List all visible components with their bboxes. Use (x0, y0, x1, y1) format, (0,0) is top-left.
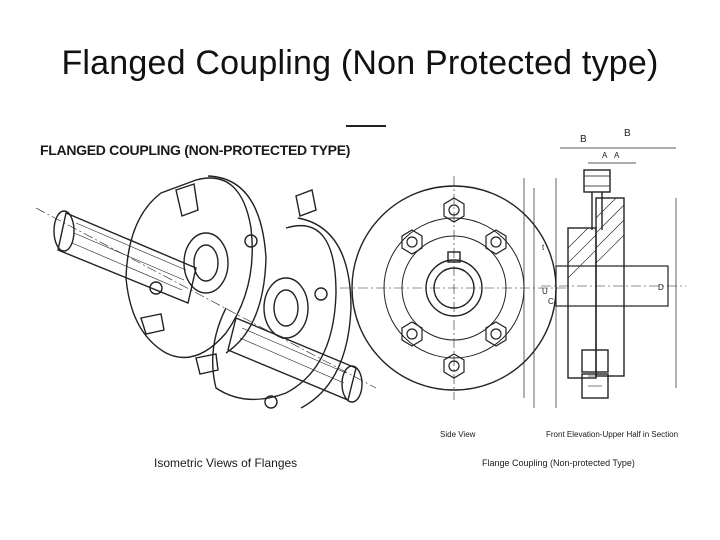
side-view-label: Side View (440, 430, 476, 439)
dim-a2-label: A (614, 151, 620, 160)
dim-c-label: C (548, 297, 554, 306)
isometric-caption: Isometric Views of Flanges (154, 456, 298, 470)
side-view-graphic (340, 176, 568, 408)
engineering-drawing-graphic: B B A A U C D t (36, 125, 686, 409)
figure-heading: FLANGED COUPLING (NON-PROTECTED TYPE) (40, 142, 351, 158)
isometric-flanges-graphic (36, 175, 377, 409)
dim-d-label: D (658, 283, 664, 292)
dim-t-label: t (542, 243, 545, 252)
front-view-label: Front Elevation-Upper Half in Section (546, 430, 679, 439)
figure-caption: Flange Coupling (Non-protected Type) (482, 458, 635, 468)
slide-title: Flanged Coupling (Non Protected type) (61, 44, 659, 82)
dim-u-label: U (542, 287, 548, 296)
front-elevation-graphic: B B A A U C D t (541, 128, 686, 408)
dim-b-label: B (580, 134, 587, 145)
dim-b2-label: B (624, 128, 631, 139)
dim-a-label: A (602, 151, 608, 160)
coupling-drawing: B B A A U C D t FLANGED COUPLING (NON-PR… (36, 118, 696, 488)
